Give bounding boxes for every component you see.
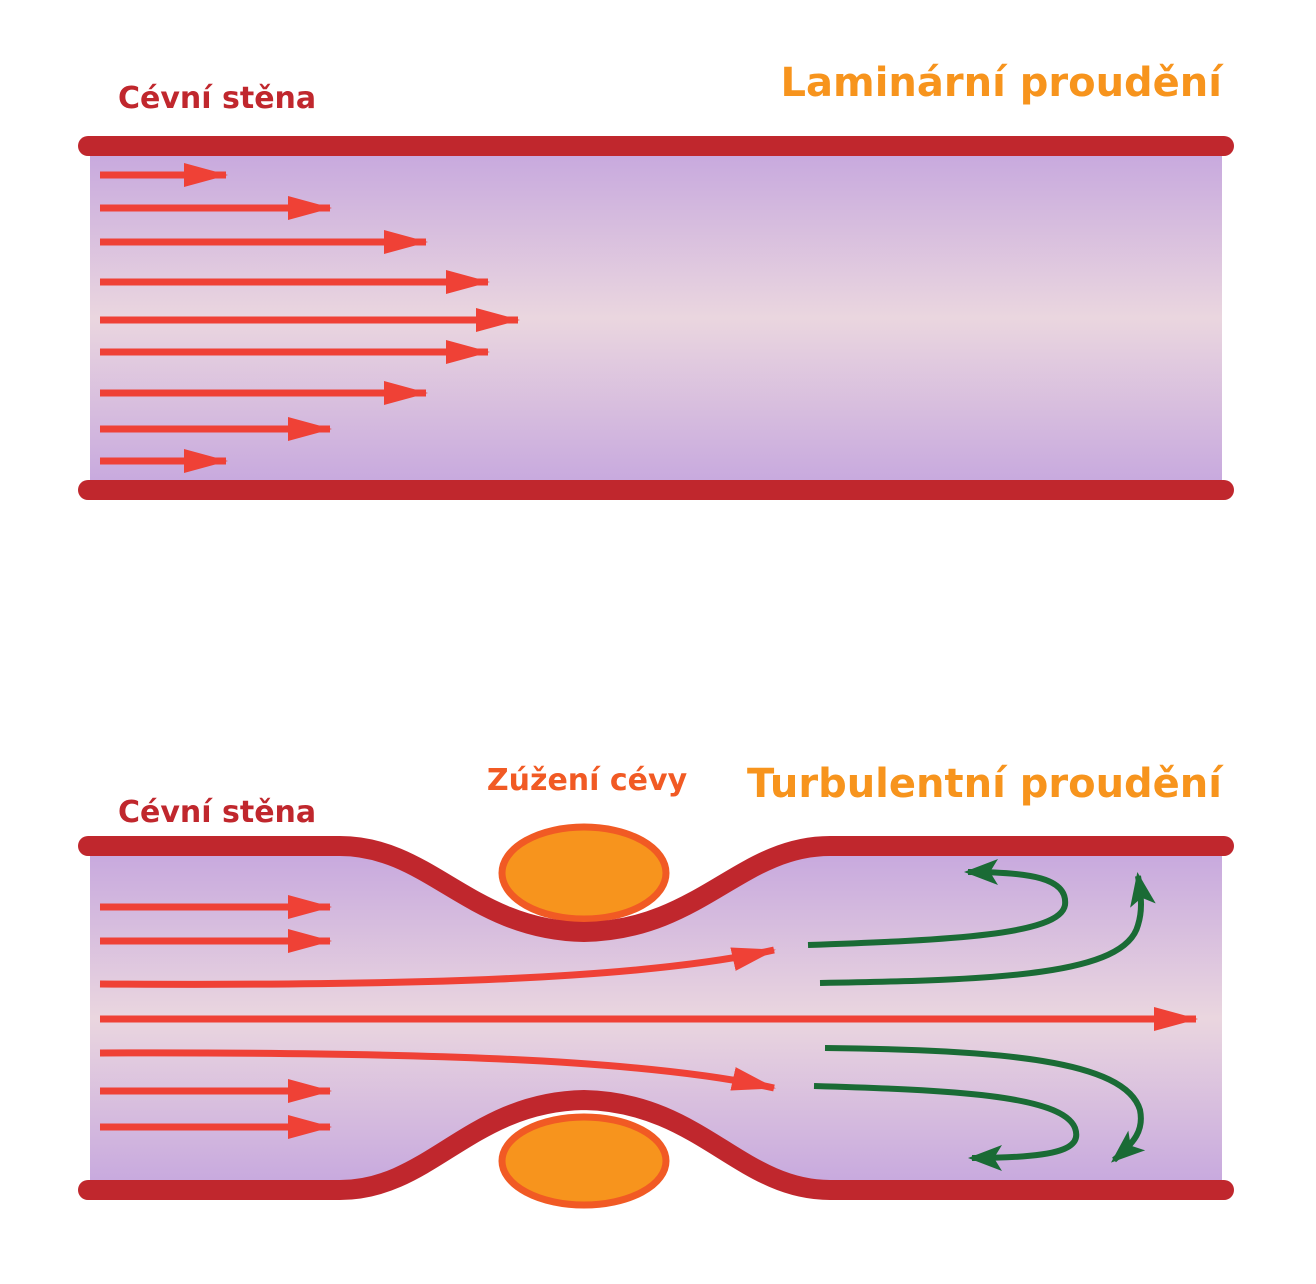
turbulent-flow-arrows bbox=[99, 895, 1198, 1139]
turbulent-top-wall bbox=[78, 836, 1234, 943]
eddy-arrow bbox=[824, 1045, 1146, 1163]
plaque-bottom bbox=[498, 1113, 670, 1209]
eddy-arrow bbox=[813, 1083, 1080, 1171]
eddy-arrows bbox=[807, 859, 1156, 1171]
plaque-top bbox=[498, 823, 670, 923]
flow-arrow bbox=[99, 946, 776, 988]
laminar-panel: Cévní stěna Laminární proudění bbox=[78, 60, 1234, 500]
flow-arrow bbox=[99, 1049, 776, 1092]
laminar-title: Laminární proudění bbox=[781, 60, 1225, 106]
eddy-arrow bbox=[819, 872, 1156, 986]
stenosis-label: Zúžení cévy bbox=[487, 763, 688, 798]
turbulent-bottom-wall bbox=[78, 1089, 1234, 1200]
eddy-arrow bbox=[807, 859, 1069, 948]
laminar-wall-label: Cévní stěna bbox=[118, 81, 316, 116]
turbulent-wall-label: Cévní stěna bbox=[118, 795, 316, 830]
turbulent-title: Turbulentní proudění bbox=[747, 761, 1224, 807]
turbulent-panel: Cévní stěna Zúžení cévy Turbulentní prou… bbox=[78, 761, 1234, 1209]
laminar-flow-arrows bbox=[100, 163, 520, 473]
